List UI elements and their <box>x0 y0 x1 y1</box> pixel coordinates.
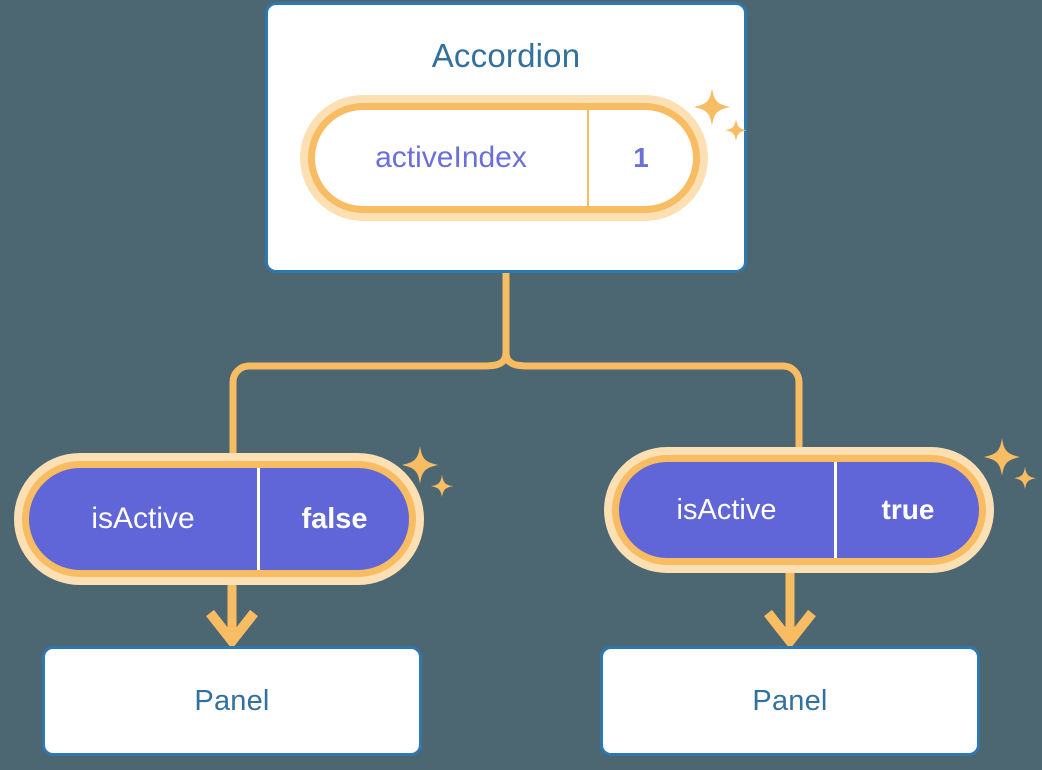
state-pill-key: activeIndex <box>375 141 527 174</box>
arrow-down-icon-left <box>206 580 258 650</box>
sparkle-icon-large <box>984 438 1020 476</box>
state-pill-key: isActive <box>91 502 195 535</box>
accordion-card-title: Accordion <box>431 37 581 74</box>
panel-card-title: Panel <box>194 684 270 717</box>
state-pill-value: false <box>257 468 409 570</box>
state-pill-value: 1 <box>587 110 693 206</box>
state-pill-isactive-false[interactable]: isActive false <box>22 461 416 577</box>
panel-card-left[interactable]: Panel <box>42 646 422 756</box>
state-pill-activeindex[interactable]: activeIndex 1 <box>308 103 700 213</box>
panel-card-right[interactable]: Panel <box>600 646 980 756</box>
sparkle-icon-small <box>431 475 453 497</box>
state-pill-key: isActive <box>676 493 777 526</box>
panel-card-title: Panel <box>752 684 828 717</box>
state-pill-isactive-true[interactable]: isActive true <box>612 455 986 565</box>
sparkle-icon-small <box>1014 467 1036 489</box>
connector-fork-left <box>229 348 510 464</box>
connector-fork-right <box>502 348 803 458</box>
arrow-down-icon-right <box>764 568 816 650</box>
state-pill-value: true <box>834 462 979 558</box>
